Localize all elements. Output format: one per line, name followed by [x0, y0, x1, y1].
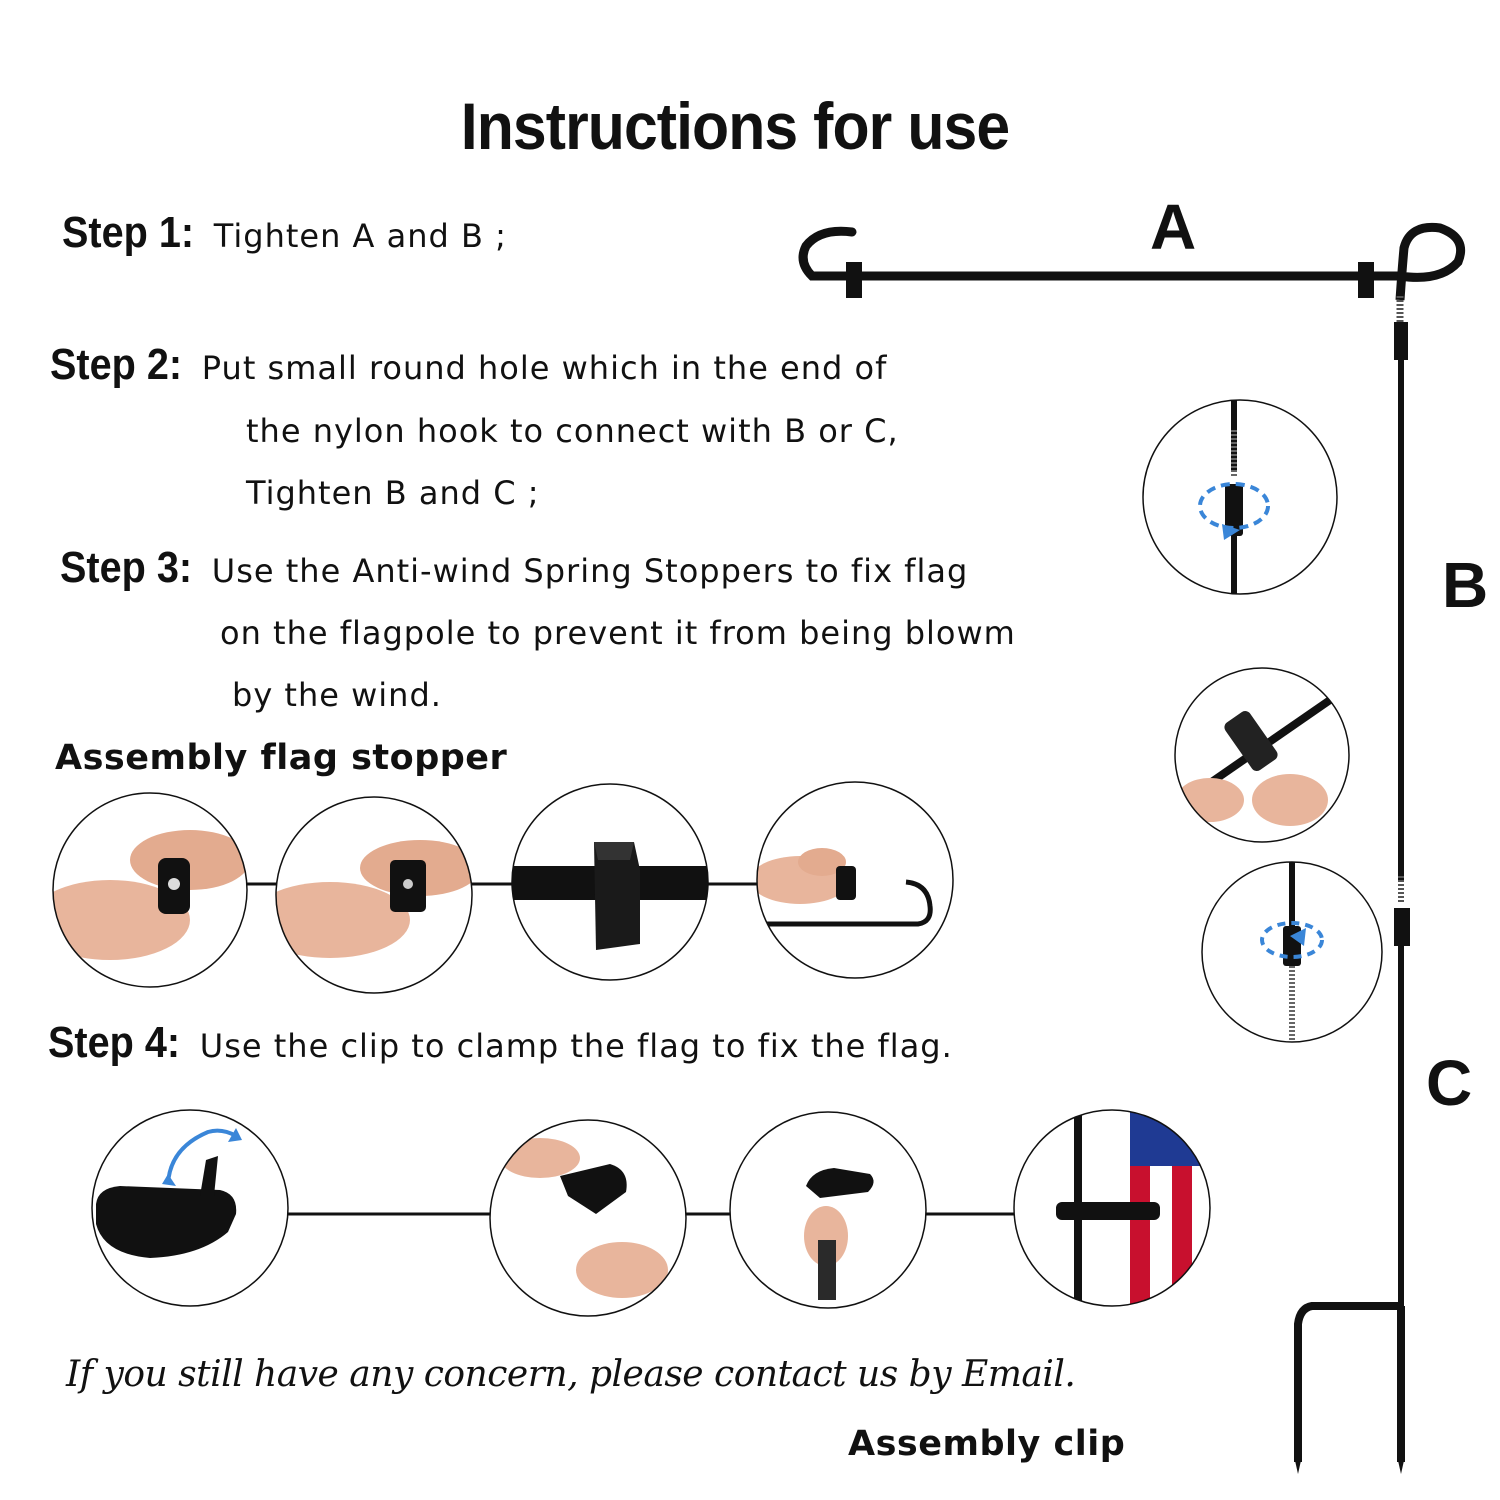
step-3: Step 3: Use the Anti-wind Spring Stopper…	[60, 543, 968, 593]
page-title: Instructions for use	[460, 89, 1010, 163]
part-label-b: B	[1442, 549, 1489, 621]
part-label-a: A	[1150, 191, 1197, 263]
clip-photo-2	[489, 1119, 687, 1317]
stopper-photo-1	[52, 792, 248, 988]
heading-assembly-flag-stopper: Assembly flag stopper	[55, 738, 508, 778]
pole-b	[1394, 322, 1408, 902]
step-1-label: Step 1:	[62, 208, 195, 257]
step-2-line-1: Put small round hole which in the end of	[201, 349, 888, 387]
part-label-c: C	[1426, 1047, 1473, 1119]
step-4-label: Step 4:	[48, 1018, 181, 1067]
flag-photo	[1013, 1109, 1211, 1307]
step-4-text: Use the clip to clamp the flag to fix th…	[199, 1027, 953, 1065]
step-3-line-1: Use the Anti-wind Spring Stoppers to fix…	[211, 552, 969, 590]
step-4: Step 4: Use the clip to clamp the flag t…	[48, 1018, 953, 1068]
step-1: Step 1: Tighten A and B ;	[62, 208, 507, 258]
step-2: Step 2: Put small round hole which in th…	[50, 340, 887, 390]
pole-joint-photo-2	[1174, 667, 1350, 843]
step-2-line-3: Tighten B and C ;	[246, 474, 540, 512]
step-3-label: Step 3:	[60, 543, 193, 592]
step-2-label: Step 2:	[50, 340, 183, 389]
heading-assembly-clip: Assembly clip	[848, 1424, 1126, 1464]
pole-joint-photo-1	[1142, 399, 1338, 595]
pole-c	[1294, 908, 1410, 1474]
step-2-line-2: the nylon hook to connect with B or C,	[246, 412, 899, 450]
contact-note: If you still have any concern, please co…	[66, 1354, 1076, 1395]
step-1-text: Tighten A and B ;	[213, 217, 507, 255]
stopper-photo-3	[511, 783, 709, 981]
step-3-line-3: by the wind.	[232, 676, 442, 714]
stopper-photo-2	[275, 796, 473, 994]
step-3-line-2: on the flagpole to prevent it from being…	[220, 614, 1016, 652]
stopper-photo-4	[756, 781, 954, 979]
clip-photo-1	[91, 1109, 289, 1307]
bar-a	[798, 222, 1466, 322]
pole-joint-photo-3	[1201, 861, 1383, 1043]
clip-photo-3	[729, 1111, 927, 1309]
